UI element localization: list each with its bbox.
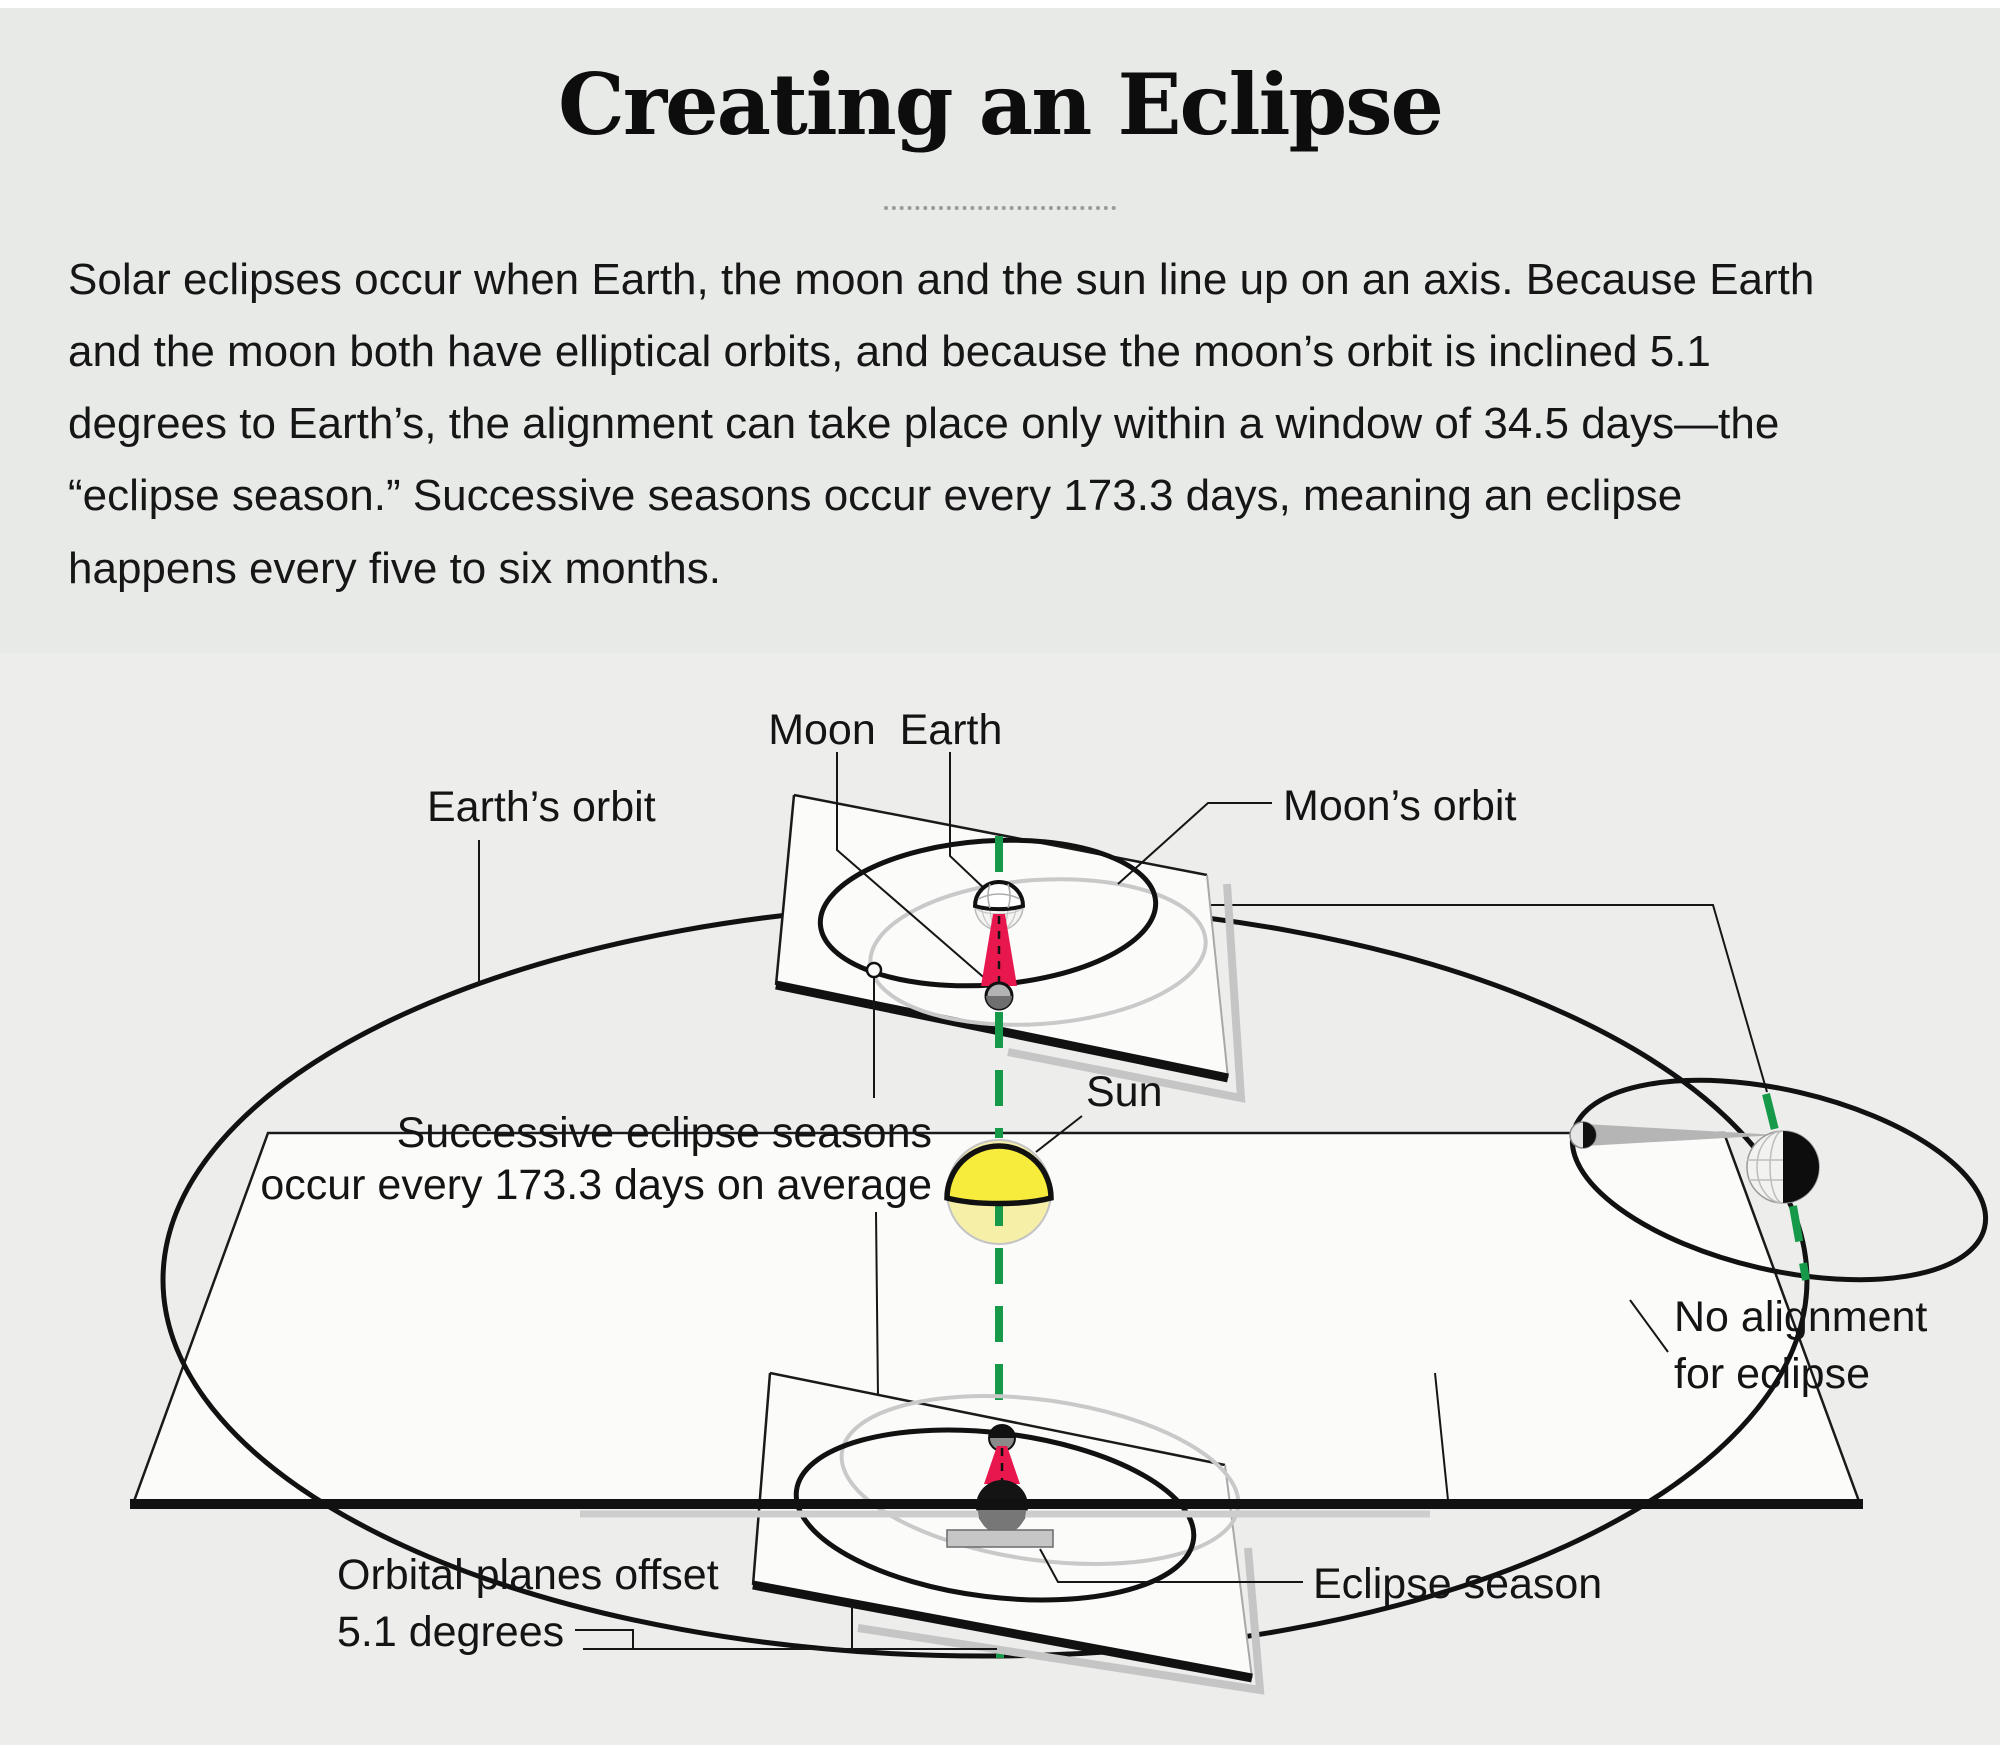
intro-paragraph: Solar eclipses occur when Earth, the moo… (68, 255, 1815, 593)
dotted-divider (884, 206, 1116, 210)
header: Creating an Eclipse Solar eclipses occur… (0, 8, 2000, 653)
page-title: Creating an Eclipse (558, 55, 1444, 154)
diagram-area (0, 653, 2000, 1745)
top-margin (0, 0, 2000, 8)
